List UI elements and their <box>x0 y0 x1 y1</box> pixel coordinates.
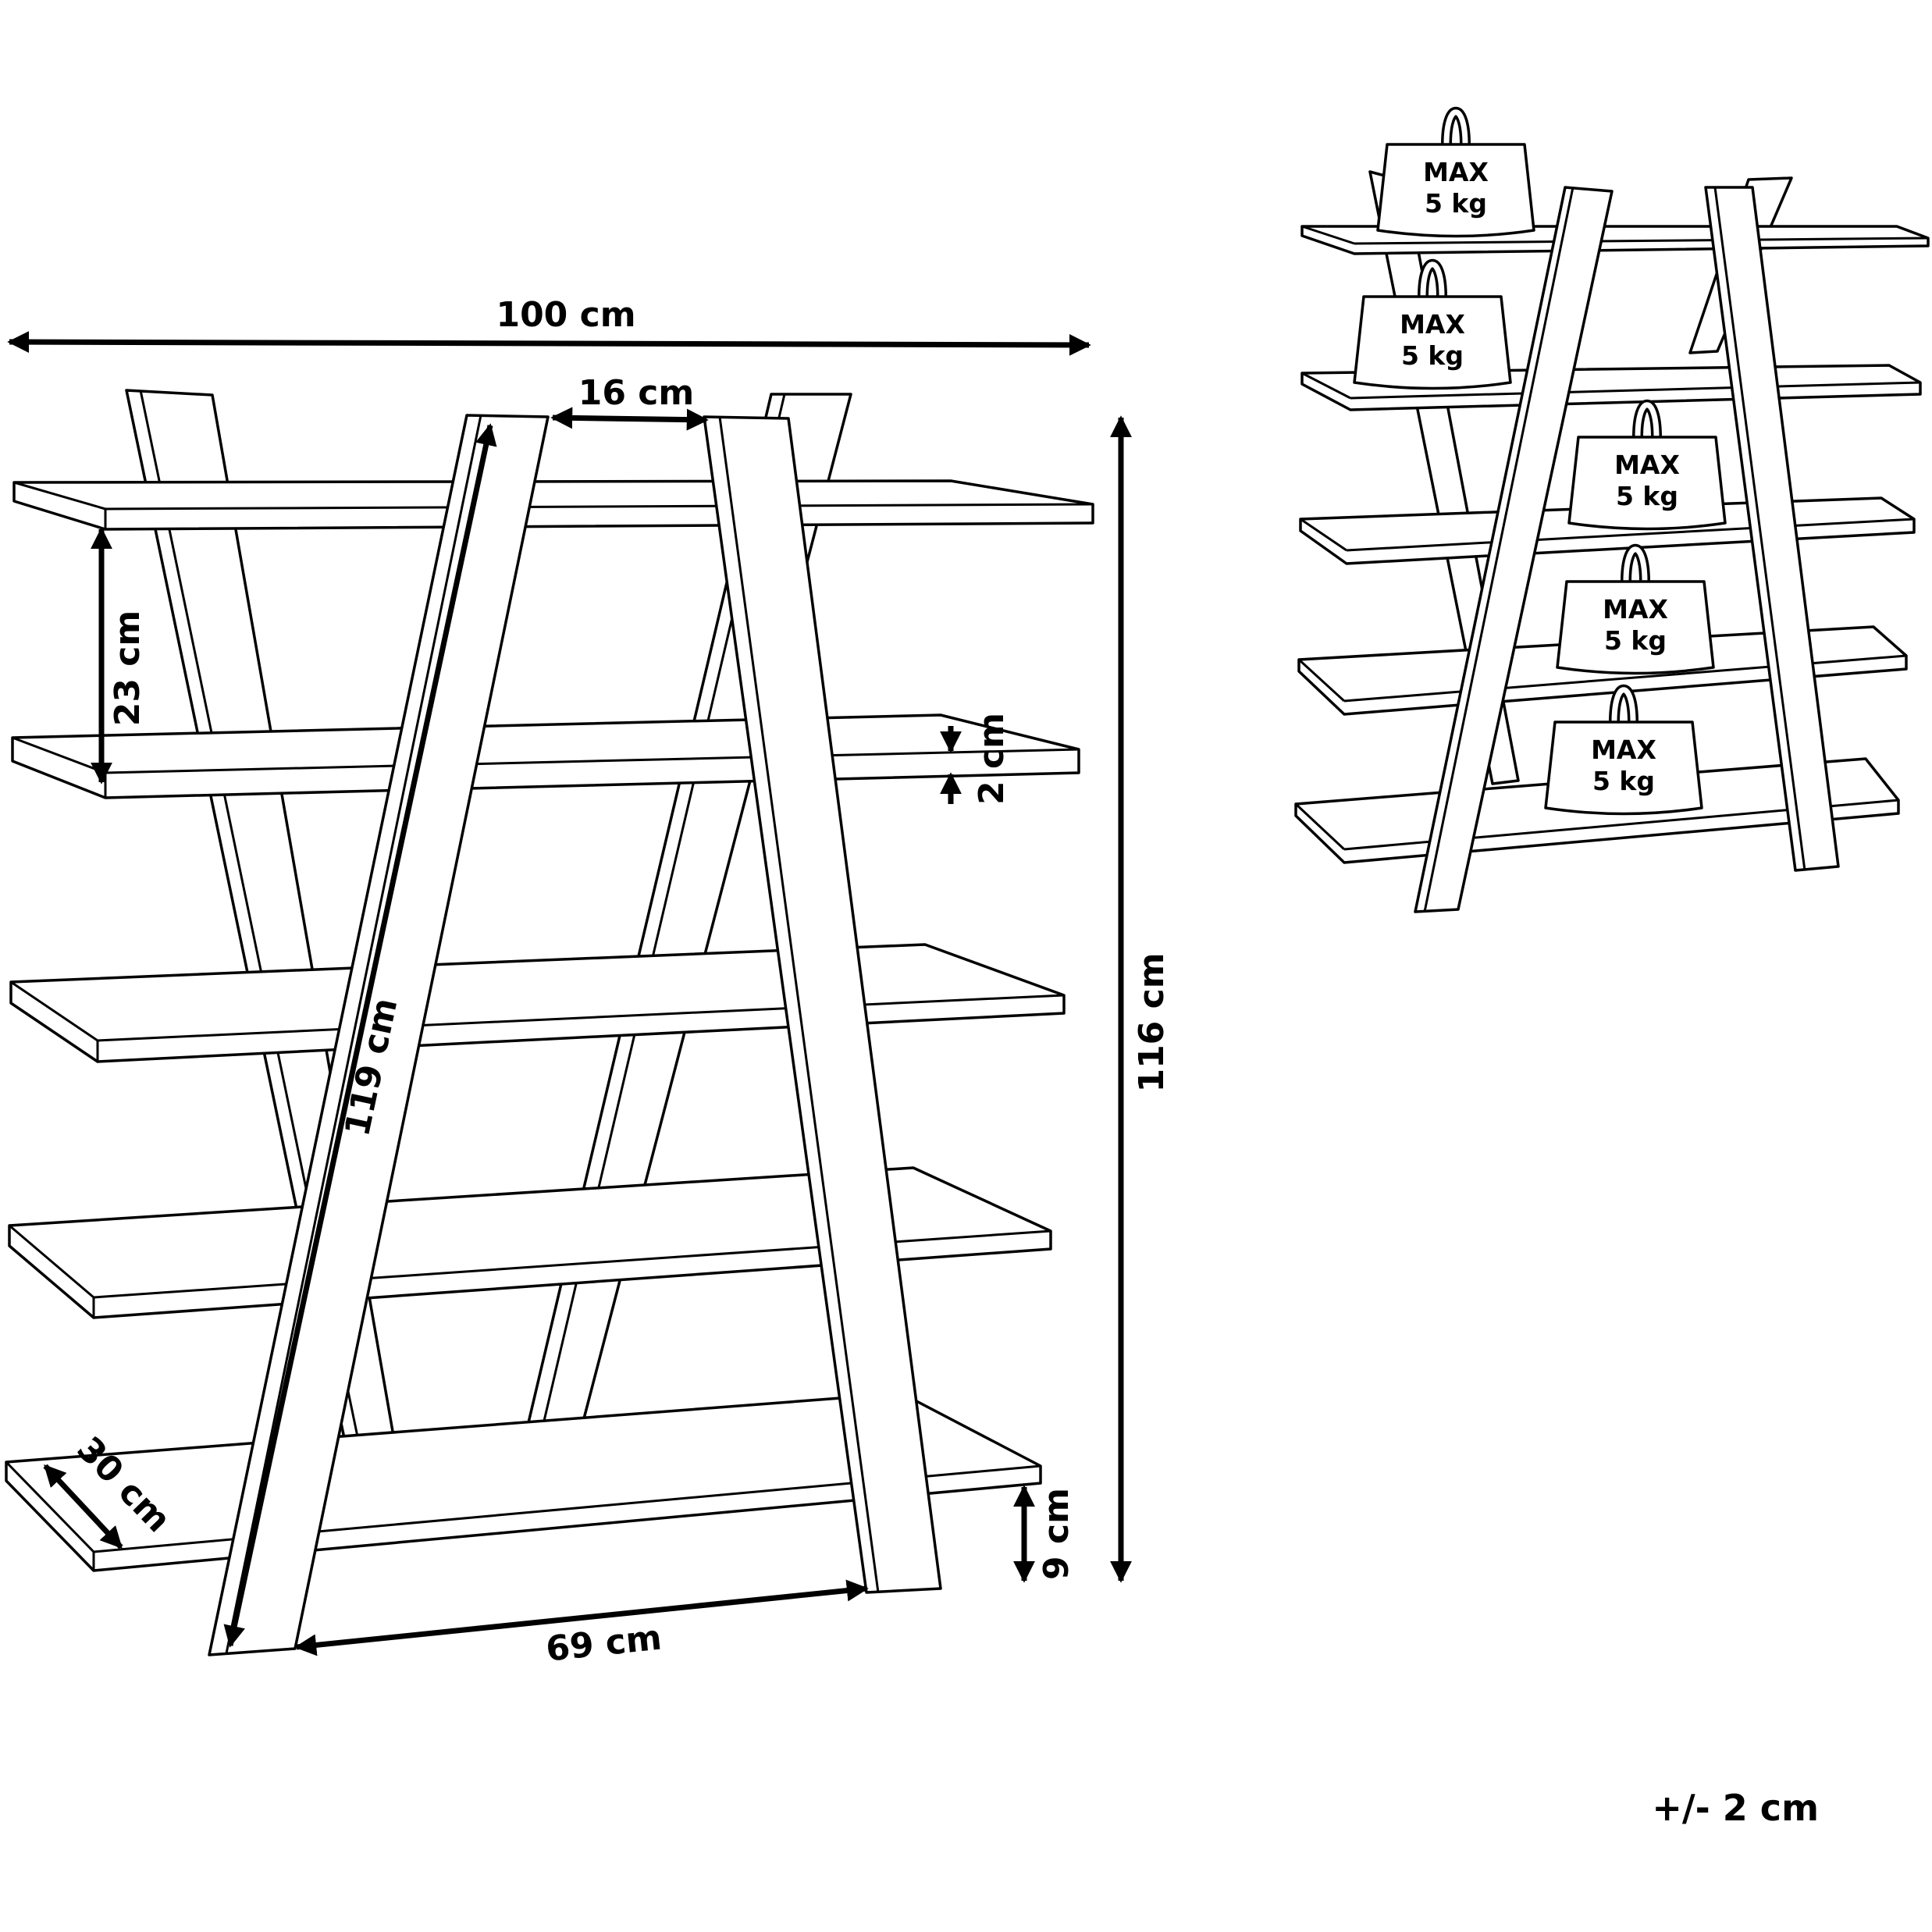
svg-text:2 cm: 2 cm <box>972 713 1012 805</box>
svg-text:5 kg: 5 kg <box>1401 340 1464 371</box>
svg-text:5 kg: 5 kg <box>1592 766 1655 796</box>
dimension-width: 100 cm <box>7 295 1091 356</box>
svg-text:116 cm: 116 cm <box>1132 952 1172 1092</box>
weight-3: MAX 5 kg <box>1567 399 1727 531</box>
weight-1: MAX 5 kg <box>1376 106 1535 238</box>
dimension-height: 116 cm <box>1110 415 1172 1583</box>
dimension-shelf-thickness: 2 cm <box>940 713 1012 805</box>
svg-text:MAX: MAX <box>1591 735 1656 765</box>
small-front-right-leg <box>1704 186 1840 872</box>
tolerance-note: +/- 2 cm <box>1652 1787 1819 1829</box>
weight-4: MAX 5 kg <box>1556 543 1715 675</box>
svg-text:MAX: MAX <box>1400 309 1465 340</box>
svg-text:5 kg: 5 kg <box>1616 481 1678 511</box>
load-capacity-drawing: MAX 5 kg MAX 5 kg MAX 5 kg MAX 5 kg <box>1294 106 1930 913</box>
front-right-leg <box>703 415 942 1594</box>
svg-text:MAX: MAX <box>1614 450 1680 480</box>
svg-text:5 kg: 5 kg <box>1604 625 1667 656</box>
svg-text:5 kg: 5 kg <box>1425 188 1487 219</box>
svg-text:100 cm: 100 cm <box>496 295 635 335</box>
dimension-leg-top-gap: 16 cm <box>550 373 709 431</box>
dimension-shelf-spacing: 23 cm <box>91 527 148 785</box>
shelf-1 <box>12 479 1094 531</box>
svg-text:MAX: MAX <box>1603 594 1668 624</box>
dimension-base-width: 69 cm <box>294 1579 869 1670</box>
svg-text:69 cm: 69 cm <box>544 1617 664 1669</box>
small-front-left-leg <box>1414 186 1614 913</box>
svg-text:23 cm: 23 cm <box>108 610 148 726</box>
dimension-floor-clearance: 9 cm <box>1013 1485 1076 1583</box>
svg-text:9 cm: 9 cm <box>1037 1488 1076 1580</box>
svg-text:16 cm: 16 cm <box>578 373 694 413</box>
svg-text:MAX: MAX <box>1423 157 1489 187</box>
weight-2: MAX 5 kg <box>1353 258 1512 390</box>
main-shelf-drawing <box>5 389 1094 1656</box>
weight-5: MAX 5 kg <box>1544 684 1703 816</box>
shelf-2 <box>11 713 1080 799</box>
shelf-3 <box>9 943 1066 1063</box>
